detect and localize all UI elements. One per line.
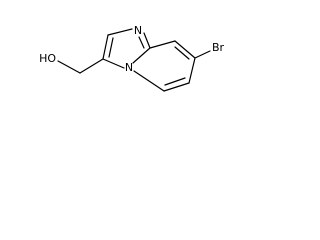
bond-c7-c6 <box>188 57 196 84</box>
bond-n1-c8a-inner <box>138 36 145 49</box>
bond-c8a-c8 <box>149 40 176 49</box>
pyridine-ring <box>133 40 196 92</box>
bond-c5-n4 <box>133 70 165 92</box>
bond-c8-c7 <box>174 40 196 59</box>
atom-label-bromine: Br <box>212 41 225 54</box>
bond-n1-c8a <box>143 32 151 49</box>
bond-c3-c2-inner <box>108 37 114 58</box>
bond-ch2-oh <box>57 60 81 74</box>
structure-diagram: N N Br HO <box>39 24 225 92</box>
imidazole-ring <box>102 28 151 69</box>
bond-c3-ch2 <box>79 58 104 74</box>
atom-label-n4: N <box>125 61 133 74</box>
bond-c6-c5 <box>163 82 190 92</box>
bond-c3-c2 <box>102 34 109 60</box>
bond-c7-br <box>194 50 211 59</box>
bond-n4-c3 <box>102 58 125 69</box>
bond-c8a-n4 <box>132 47 151 64</box>
bond-c8-c7-inner <box>174 46 190 60</box>
bond-c2-n1 <box>107 28 133 36</box>
bond-c6-c5-inner <box>164 77 186 86</box>
atom-label-hydroxyl: HO <box>39 52 56 65</box>
atom-label-n1: N <box>134 24 142 37</box>
